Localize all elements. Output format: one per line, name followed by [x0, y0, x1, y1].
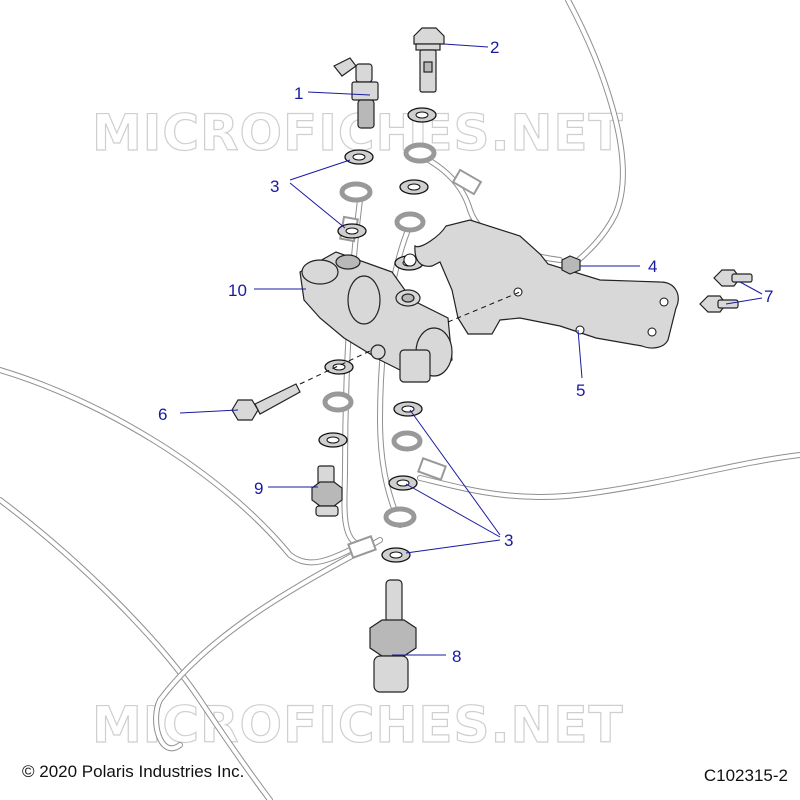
callout-7: 7	[764, 287, 773, 306]
bracket-screws	[699, 269, 753, 313]
banjo-bolt-top	[413, 27, 445, 93]
callout-5: 5	[576, 381, 585, 400]
valve-body	[299, 251, 453, 383]
callout-6: 6	[158, 405, 167, 424]
callout-2: 2	[490, 38, 499, 57]
long-bolt	[231, 383, 301, 421]
callout-1: 1	[294, 84, 303, 103]
callout-4: 4	[648, 257, 657, 276]
callout-3-lower: 3	[504, 531, 513, 550]
bleeder-valve	[333, 57, 379, 129]
axis-bolt	[299, 349, 373, 385]
callout-8: 8	[452, 647, 461, 666]
inlet-fitting	[311, 465, 343, 517]
mounting-bracket	[403, 219, 679, 349]
callout-9: 9	[254, 479, 263, 498]
pressure-switch	[369, 579, 417, 693]
figure-code: C102315-2	[703, 766, 788, 785]
sealing-washers	[318, 107, 437, 563]
callout-3-upper: 3	[270, 177, 279, 196]
leader-lines	[179, 43, 763, 656]
callout-10: 10	[228, 281, 247, 300]
axis-bracket	[447, 291, 521, 323]
nut	[561, 255, 581, 275]
copyright-notice: © 2020 Polaris Industries Inc.	[22, 762, 245, 781]
